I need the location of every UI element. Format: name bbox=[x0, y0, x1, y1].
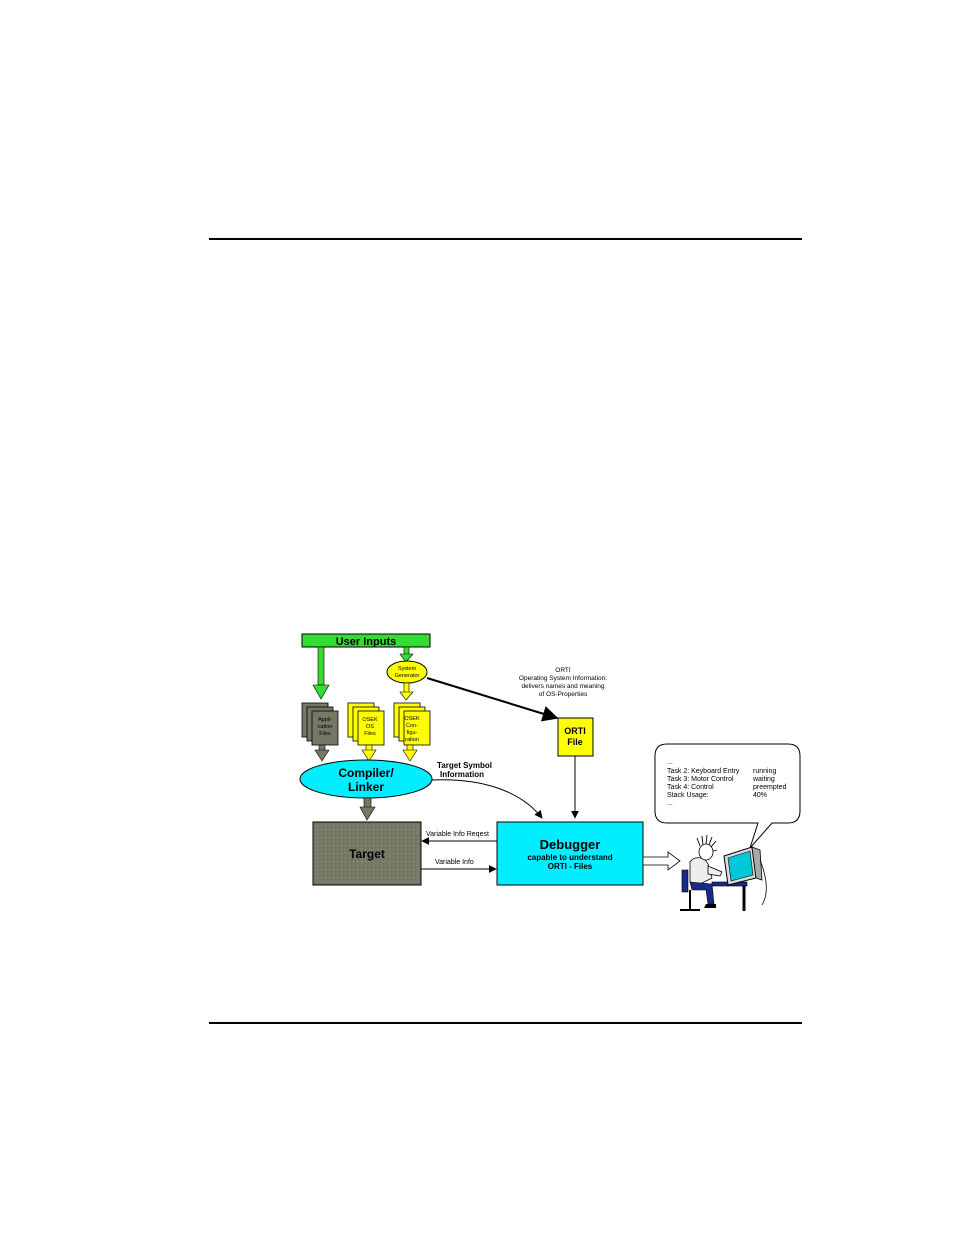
application-files bbox=[301, 702, 339, 746]
green-arrow-to-application-files bbox=[312, 646, 330, 700]
system-generator-label-1: System bbox=[398, 666, 417, 672]
orti-description-1: ORTI bbox=[555, 667, 571, 674]
orti-description-3: delivers names and meaning bbox=[521, 683, 604, 690]
osek-configuration-label-4: ration bbox=[405, 737, 419, 743]
target-label: Target bbox=[349, 847, 385, 861]
orti-description-2: Operating System Information: bbox=[519, 675, 607, 682]
green-arrow-to-system-generator bbox=[399, 646, 414, 663]
bubble-ellipsis-bottom: ... bbox=[667, 800, 673, 807]
bubble-row-3-task: Task 4: Control bbox=[667, 784, 714, 791]
osek-configuration-label-2: Con- bbox=[406, 723, 418, 729]
bubble-row-1-task: Task 2: Keyboard Entry bbox=[667, 768, 740, 775]
osek-os-files-label-3: Files bbox=[364, 731, 376, 737]
system-generator bbox=[386, 660, 428, 684]
arrow-generator-to-orti bbox=[426, 677, 559, 722]
application-files-label-1: Appli- bbox=[318, 717, 332, 723]
bubble-row-3-state: preempted bbox=[753, 784, 787, 791]
debugger-box bbox=[496, 821, 644, 886]
bubble-row-1-state: running bbox=[753, 768, 776, 775]
compiler-linker-label-2: Linker bbox=[348, 780, 384, 794]
debugger-title: Debugger bbox=[540, 837, 601, 852]
yellow-arrow-config-to-compiler bbox=[402, 744, 418, 762]
yellow-arrow-generator-to-config bbox=[399, 682, 414, 701]
target-box bbox=[312, 821, 422, 886]
target-symbol-info-2: Information bbox=[440, 770, 484, 779]
osek-os-files bbox=[347, 702, 385, 746]
orti-file-box bbox=[557, 717, 594, 757]
gray-arrow-compiler-to-target bbox=[359, 797, 376, 821]
arrow-compiler-to-debugger bbox=[431, 779, 543, 819]
system-generator-label-2: Generator bbox=[395, 673, 420, 679]
bubble-row-2-state: waiting bbox=[752, 776, 775, 783]
debugger-subtitle-1: capable to understand bbox=[527, 853, 612, 862]
osek-configuration bbox=[393, 702, 431, 746]
application-files-label-3: Files bbox=[319, 731, 331, 737]
gray-arrow-application-to-compiler bbox=[314, 744, 330, 762]
hollow-arrow-to-user bbox=[642, 851, 681, 871]
user-inputs-bar bbox=[301, 633, 431, 648]
osek-os-files-label-2: OS bbox=[366, 724, 374, 730]
compiler-linker-label-1: Compiler/ bbox=[338, 766, 394, 780]
osek-configuration-label-1: OSEK bbox=[404, 716, 420, 722]
bubble-row-2-task: Task 3: Motor Control bbox=[667, 776, 734, 783]
osek-os-files-label-1: OSEK bbox=[362, 717, 378, 723]
bottom-rule bbox=[209, 1022, 802, 1024]
orti-description-4: of OS-Properties bbox=[539, 691, 588, 698]
orti-file-label-2: File bbox=[567, 737, 583, 747]
user-inputs-label: User Inputs bbox=[336, 636, 397, 648]
debugger-subtitle-2: ORTI - Files bbox=[548, 862, 593, 871]
application-files-label-2: cation bbox=[318, 724, 333, 730]
top-rule bbox=[209, 238, 802, 240]
osek-configuration-label-3: figu- bbox=[407, 730, 418, 736]
bubble-row-4-task: Stack Usage: bbox=[667, 792, 709, 799]
variable-info-request-label: Variable Info Reqest bbox=[426, 831, 489, 838]
orti-file-label-1: ORTI bbox=[564, 726, 586, 736]
bubble-row-4-state: 40% bbox=[753, 792, 767, 799]
target-symbol-info-1: Target Symbol bbox=[437, 761, 492, 770]
variable-info-label: Variable Info bbox=[435, 859, 474, 866]
bubble-ellipsis-top: ... bbox=[667, 759, 673, 766]
user-at-computer-illustration bbox=[680, 834, 767, 911]
yellow-arrow-os-to-compiler bbox=[361, 744, 377, 762]
